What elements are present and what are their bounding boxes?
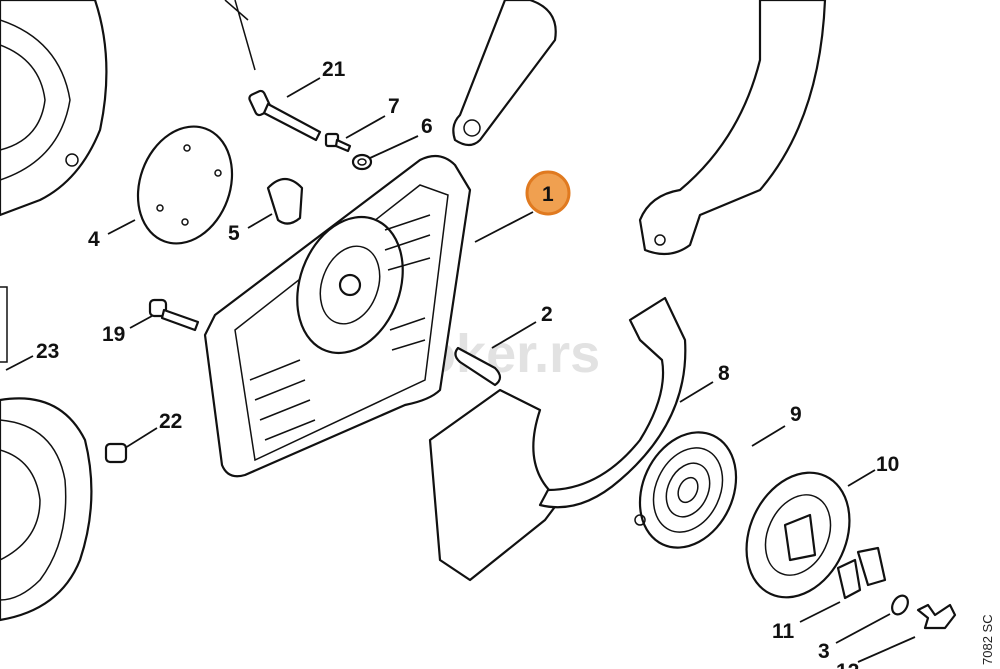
label-1[interactable]: 1 [542, 183, 554, 206]
rope-guide-part-8 [538, 296, 687, 509]
edge-part [0, 286, 8, 363]
label-19[interactable]: 19 [102, 323, 125, 346]
label-2[interactable]: 2 [541, 303, 553, 326]
highlight-marker-part-1[interactable] [525, 170, 571, 216]
label-11[interactable]: 11 [772, 620, 795, 643]
knob-part-5 [266, 177, 304, 225]
plate-part-4 [136, 125, 234, 245]
screw-part-21 [248, 89, 322, 142]
label-8[interactable]: 8 [718, 362, 730, 385]
clip-part-12 [916, 603, 957, 630]
leader-lines [5, 77, 916, 663]
label-10[interactable]: 10 [876, 453, 899, 476]
label-22[interactable]: 22 [159, 410, 182, 433]
label-6[interactable]: 6 [421, 115, 433, 138]
screw-part-19 [148, 298, 200, 332]
pawl-part-11 [836, 546, 887, 600]
figure-code: 7082 SC [980, 614, 995, 665]
label-21[interactable]: 21 [322, 58, 346, 81]
label-12[interactable]: 12 [836, 660, 859, 669]
label-4[interactable]: 4 [88, 228, 100, 251]
guard-plate-part [428, 388, 562, 582]
label-5[interactable]: 5 [228, 222, 240, 245]
cover-part-1 [203, 154, 472, 478]
rope-rotor-part-10 [745, 471, 851, 599]
spring-part-9 [634, 431, 738, 549]
label-23[interactable]: 23 [36, 340, 59, 363]
screw-part-7 [324, 132, 352, 153]
handle-part [224, 0, 827, 256]
pin-part-2 [454, 346, 502, 387]
label-7[interactable]: 7 [388, 95, 400, 118]
washer-part-3 [891, 594, 909, 616]
washer-part-6 [351, 153, 373, 171]
label-3[interactable]: 3 [818, 640, 830, 663]
grommet-part-22 [104, 442, 128, 464]
starter-part-23 [0, 397, 93, 622]
label-9[interactable]: 9 [790, 403, 802, 426]
fan-housing-part [0, 0, 108, 217]
